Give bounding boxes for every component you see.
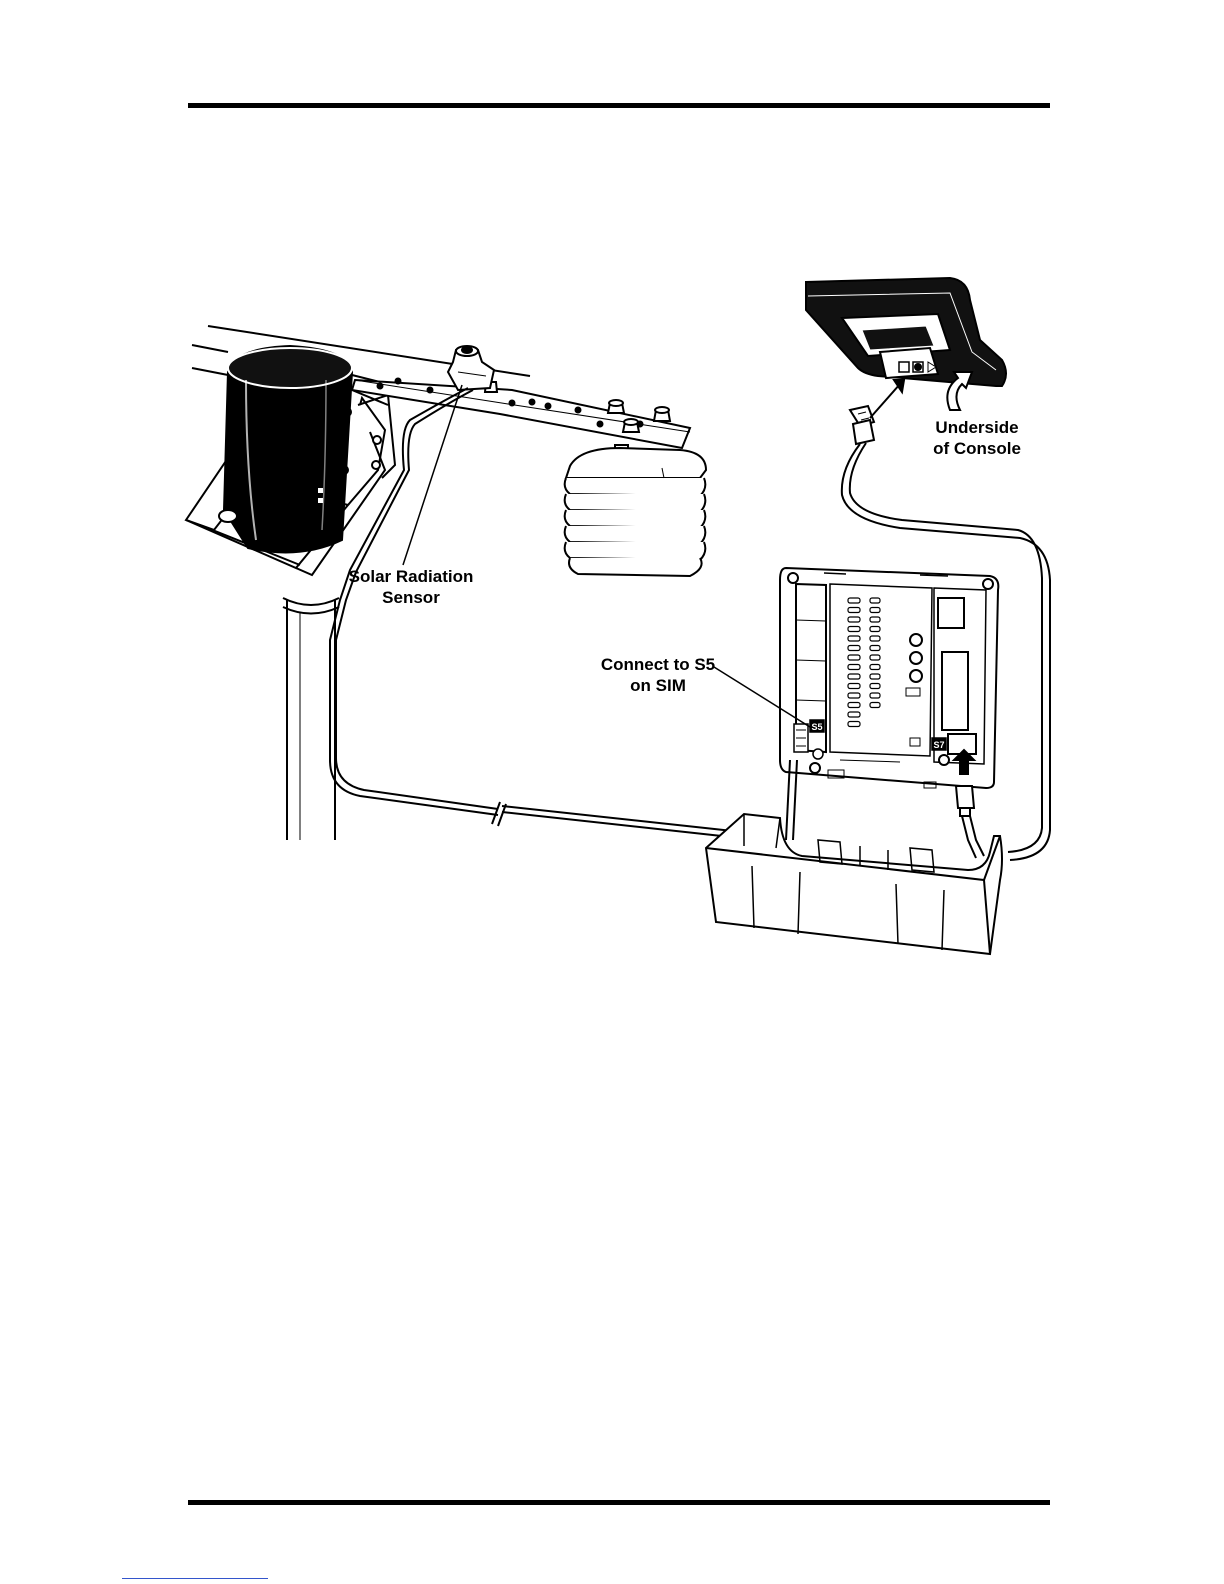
sim-chip: [870, 636, 880, 641]
sim-chip: [848, 674, 860, 679]
sim-chip: [848, 636, 860, 641]
s7-jack: S7: [932, 738, 946, 750]
sim-chip: [848, 712, 860, 717]
sim-chip: [848, 684, 860, 689]
callout-solar-radiation-sensor: Solar Radiation Sensor: [349, 567, 474, 607]
sim-chip: [870, 665, 880, 670]
sim-chip: [848, 617, 860, 622]
underside-label-line2: of Console: [933, 439, 1021, 458]
sim-chip: [848, 693, 860, 698]
sim-chip: [848, 608, 860, 613]
connect-s5-label-line2: on SIM: [630, 676, 686, 695]
enclosure-box: [706, 814, 1002, 954]
console: [806, 278, 1006, 386]
rain-collector: [219, 346, 352, 553]
sim-chip: [870, 646, 880, 651]
sim-chip: [870, 608, 880, 613]
solar-radiation-sensor: [448, 346, 494, 390]
callout-connect-to-s5: Connect to S5 on SIM: [601, 655, 715, 695]
sim-chip: [848, 665, 860, 670]
sim-chip: [870, 617, 880, 622]
sim-chip: [848, 646, 860, 651]
sim-chip: [870, 703, 880, 708]
sim-chip: [870, 674, 880, 679]
underside-label-line1: Underside: [935, 418, 1018, 437]
s5-mark: S5: [811, 722, 822, 732]
footer-rule: [188, 1500, 1050, 1505]
solar-radiation-label-line1: Solar Radiation: [349, 567, 474, 586]
connect-s5-label-line1: Connect to S5: [601, 655, 715, 674]
sim-chip: [848, 655, 860, 660]
sim-chip: [870, 655, 880, 660]
sim-chip: [870, 598, 880, 603]
callout-underside-of-console: Underside of Console: [933, 418, 1021, 458]
sim-chip: [870, 684, 880, 689]
sim-chip: [870, 627, 880, 632]
sim-chip: [848, 598, 860, 603]
sim-chip: [870, 693, 880, 698]
solar-radiation-label-line2: Sensor: [382, 588, 440, 607]
sim-chip: [848, 703, 860, 708]
s7-mark: S7: [933, 740, 944, 750]
radiation-shield: [565, 445, 706, 576]
footer-link-underline: [122, 1578, 268, 1579]
sim-chip: [848, 627, 860, 632]
sim-chip: [848, 722, 860, 727]
